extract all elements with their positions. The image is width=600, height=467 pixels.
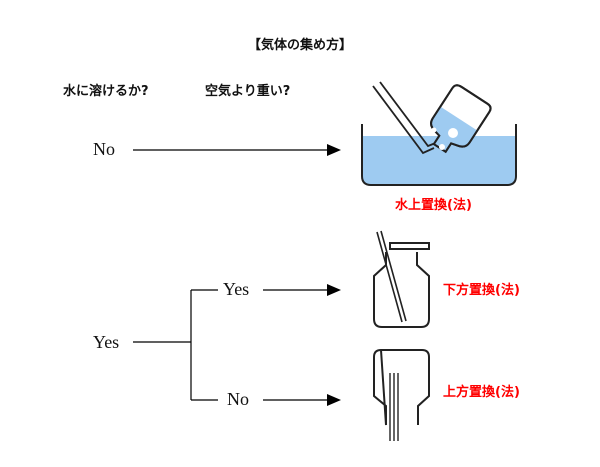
downward-bottle-illustration <box>373 230 430 328</box>
arrowhead-downward <box>327 284 341 296</box>
question-solubility: 水に溶けるか? <box>63 84 149 99</box>
arrowhead-water <box>327 144 341 156</box>
inverted-gas-jar <box>430 84 492 154</box>
question-weight: 空気より重い? <box>205 84 291 99</box>
answer-heavier-no: No <box>227 389 249 409</box>
method-upward-displacement: 上方置換(法) <box>443 385 520 400</box>
water-trough-illustration <box>361 81 517 186</box>
answer-soluble-yes: Yes <box>93 332 120 352</box>
gas-bubble <box>439 144 445 150</box>
inverted-bottle-body <box>373 348 430 426</box>
bottle-lid <box>389 242 430 250</box>
method-water-displacement: 水上置換(法) <box>395 198 472 213</box>
water-fill <box>362 136 516 185</box>
answer-heavier-yes: Yes <box>223 279 250 299</box>
diagram-title: 【気体の集め方】 <box>247 38 352 53</box>
inserted-tube <box>376 230 407 323</box>
gas-bubble <box>431 127 437 133</box>
arrowhead-upward <box>327 394 341 406</box>
method-downward-displacement: 下方置換(法) <box>443 283 520 298</box>
trough-outline <box>361 124 517 186</box>
bottle-body <box>373 252 430 328</box>
answer-soluble-no: No <box>93 139 115 159</box>
gas-bubble <box>448 128 458 138</box>
upward-bottle-illustration <box>373 348 430 441</box>
inserted-tube <box>389 373 399 441</box>
